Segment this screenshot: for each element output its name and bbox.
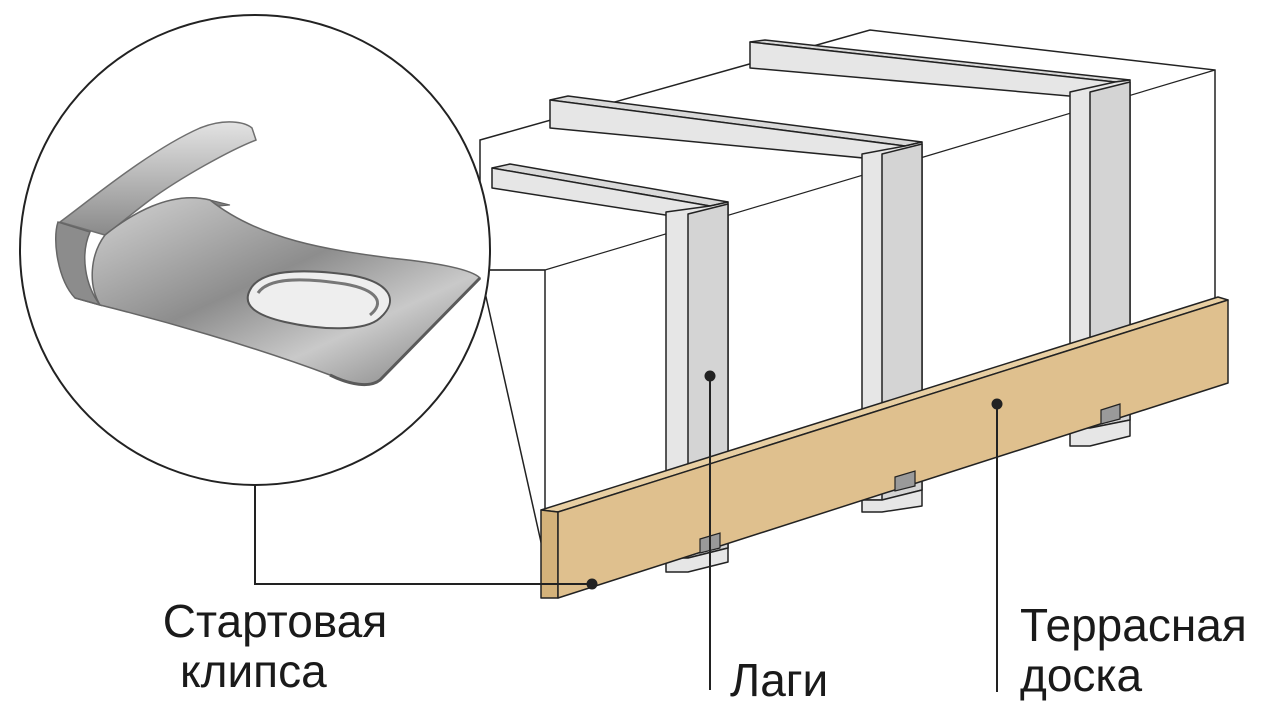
leader-start-clip bbox=[254, 485, 592, 585]
leader-dots bbox=[586, 370, 1003, 590]
deck-board-label: Террасная доска bbox=[1020, 600, 1247, 700]
leader-dot bbox=[991, 398, 1003, 410]
deck-board bbox=[540, 296, 1229, 599]
clip-zoom-circle bbox=[19, 14, 491, 486]
joists-label: Лаги bbox=[730, 654, 829, 706]
start-clip-label-line1: Стартовая bbox=[162, 595, 388, 647]
start-clip-photo bbox=[55, 121, 482, 387]
leader-dot bbox=[586, 578, 598, 590]
start-clip-label: Стартовая клипса bbox=[150, 596, 400, 696]
base-block-edge bbox=[480, 69, 1216, 271]
deck-board-label-line1: Террасная bbox=[1020, 599, 1247, 651]
start-clip-label-line2: клипса bbox=[180, 645, 327, 697]
leader-lines bbox=[254, 376, 998, 692]
deck-board-label-line2: доска bbox=[1020, 649, 1143, 701]
leader-dot bbox=[704, 370, 716, 382]
